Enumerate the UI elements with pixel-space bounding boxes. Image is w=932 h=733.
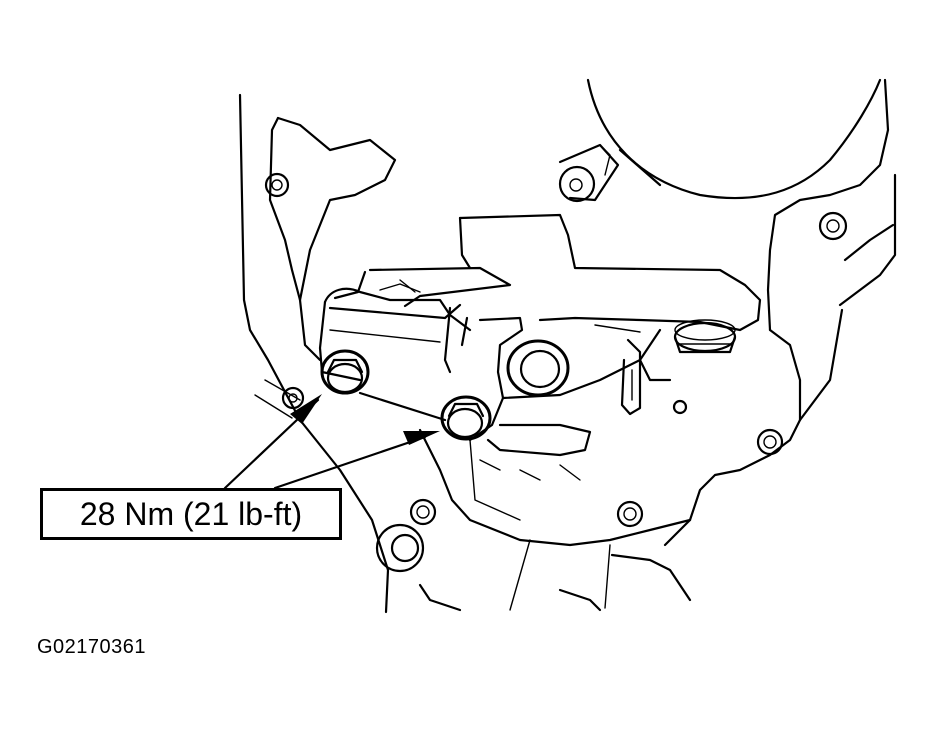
arrow-head-left — [290, 394, 322, 424]
torque-callout: 28 Nm (21 lb-ft) — [40, 488, 342, 540]
mount-holes — [264, 172, 848, 573]
bolt-right — [440, 395, 492, 441]
lever-bracket — [318, 213, 762, 457]
figure-id: G02170361 — [37, 636, 147, 658]
arrow-head-right — [403, 431, 440, 445]
torque-label: 28 Nm (21 lb-ft) — [79, 495, 303, 532]
bolt-left — [320, 349, 370, 395]
housing-casting — [238, 78, 897, 614]
dowel-pin — [558, 143, 620, 203]
callout-leaders — [223, 391, 447, 490]
